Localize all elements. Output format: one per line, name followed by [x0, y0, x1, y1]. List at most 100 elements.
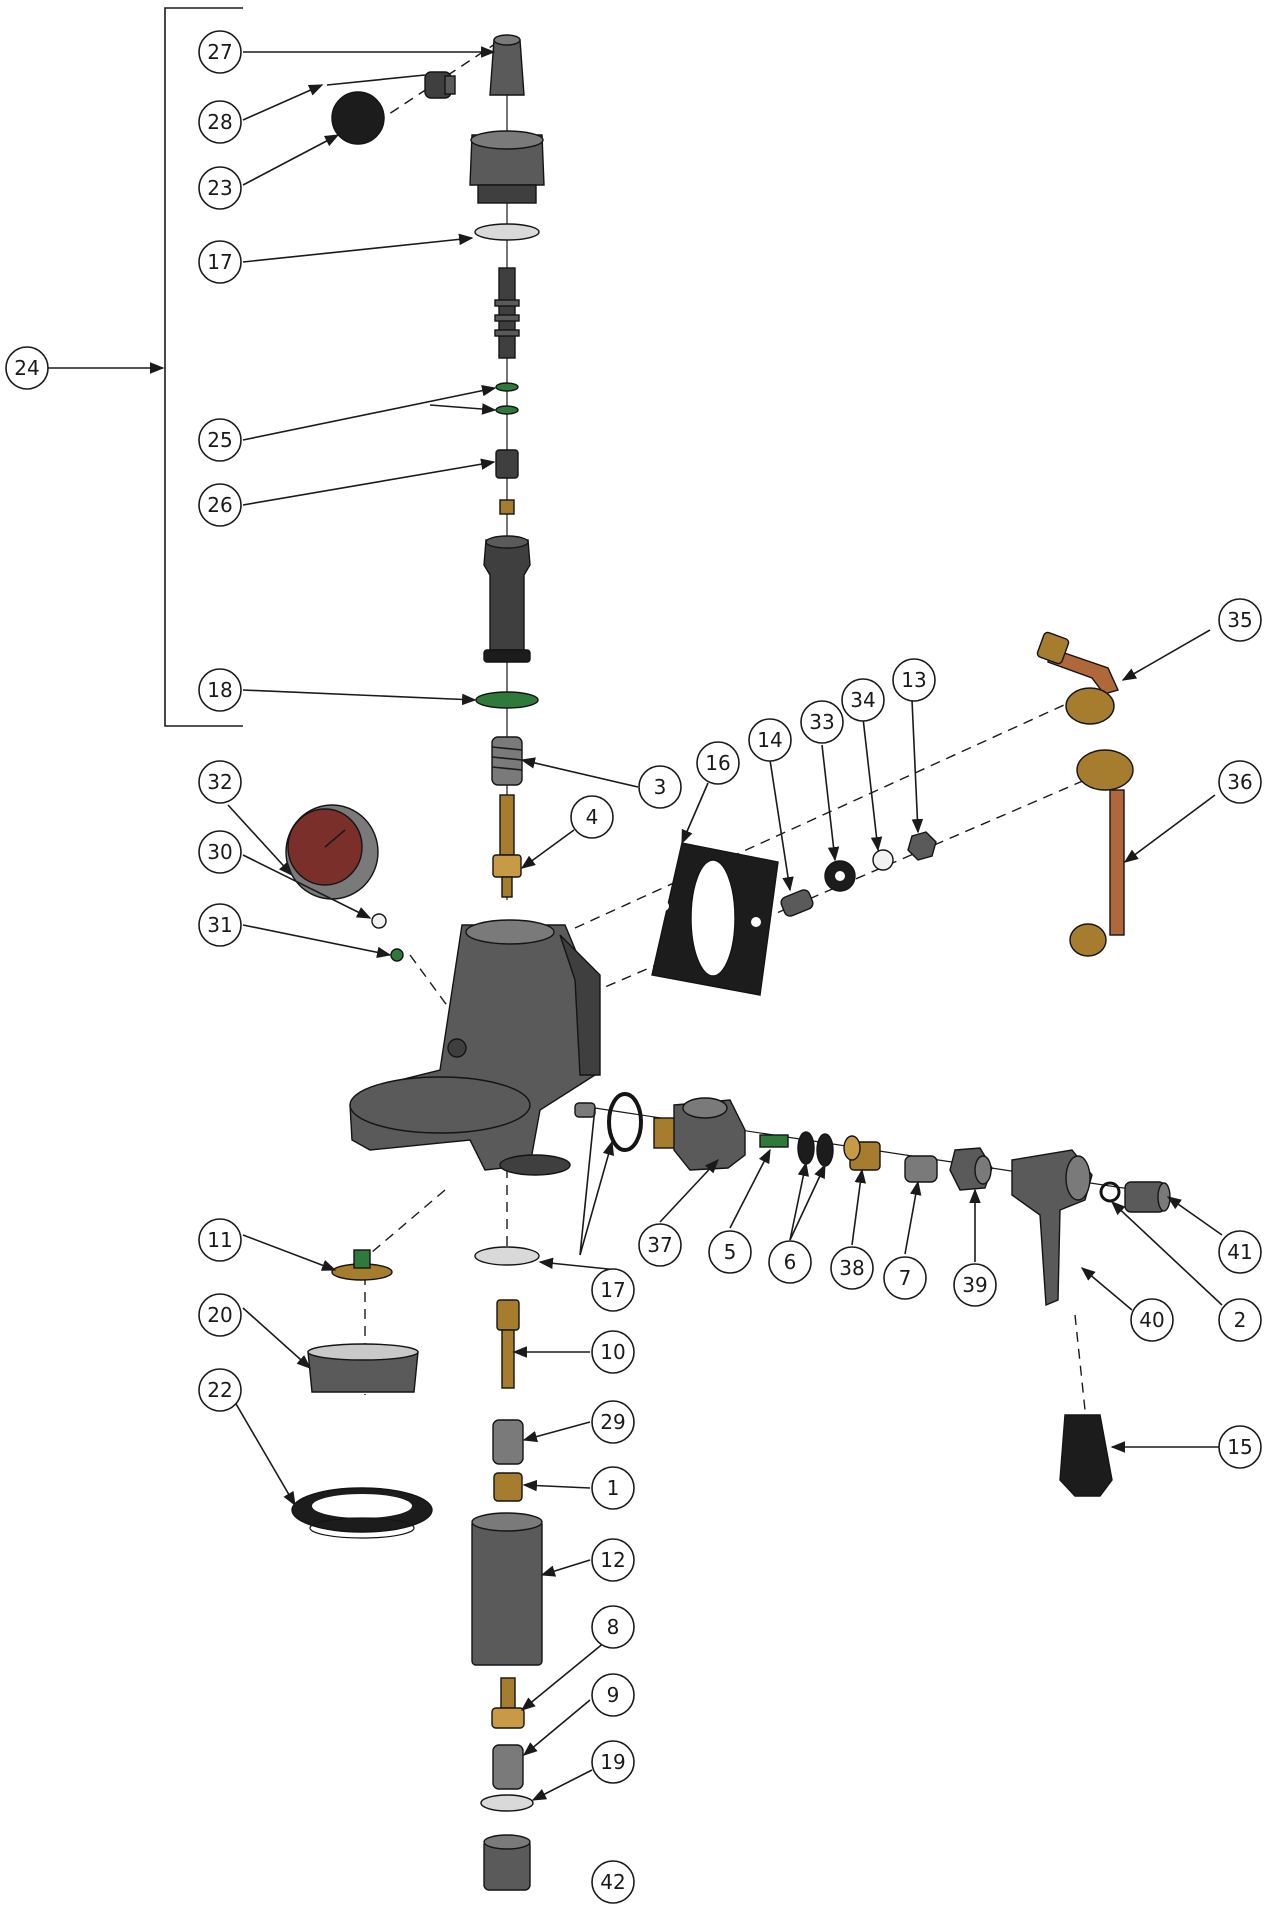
- svg-text:14: 14: [757, 728, 782, 752]
- svg-text:15: 15: [1227, 1435, 1252, 1459]
- svg-text:32: 32: [207, 770, 232, 794]
- callout-9: 9: [591, 1673, 635, 1717]
- callout-29: 29: [591, 1400, 635, 1444]
- part-37-valve-housing: [653, 1097, 746, 1171]
- svg-text:31: 31: [207, 913, 232, 937]
- svg-text:20: 20: [207, 1303, 232, 1327]
- callout-1: 1: [591, 1466, 635, 1510]
- svg-text:26: 26: [207, 493, 232, 517]
- callout-26: 26: [198, 483, 242, 527]
- part-top-nut: [469, 130, 545, 204]
- svg-text:12: 12: [600, 1548, 625, 1572]
- svg-text:29: 29: [600, 1410, 625, 1434]
- svg-text:8: 8: [607, 1615, 620, 1639]
- part-9-spring: [492, 1744, 524, 1790]
- part-8-brass-valve: [491, 1677, 525, 1729]
- part-17-washer-top: [474, 223, 540, 241]
- part-23-ball-knob: [331, 91, 385, 145]
- svg-text:1: 1: [607, 1476, 620, 1500]
- part-35-copper-pipe: [1036, 631, 1119, 725]
- part-30-washer: [371, 913, 387, 929]
- part-38-brass-bush: [843, 1135, 881, 1171]
- part-19-washer: [480, 1794, 534, 1812]
- callout-20: 20: [198, 1293, 242, 1337]
- part-12-cylinder: [471, 1512, 543, 1666]
- callout-40: 40: [1130, 1298, 1174, 1342]
- callout-42: 42: [591, 1860, 635, 1904]
- part-25-oring-a: [495, 382, 519, 392]
- part-42-nozzle: [483, 1834, 531, 1891]
- part-10-brass-stem: [496, 1299, 520, 1389]
- part-25-oring-b: [495, 405, 519, 415]
- callout-18: 18: [198, 668, 242, 712]
- svg-text:7: 7: [899, 1266, 912, 1290]
- part-1-bush: [493, 1472, 523, 1502]
- svg-text:22: 22: [207, 1378, 232, 1402]
- callout-41: 41: [1218, 1230, 1262, 1274]
- svg-text:9: 9: [607, 1683, 620, 1707]
- svg-text:39: 39: [962, 1273, 987, 1297]
- part-14-spacer: [780, 889, 814, 917]
- callout-24: 24: [5, 346, 49, 390]
- svg-text:40: 40: [1139, 1308, 1164, 1332]
- part-4-brass-pin: [492, 794, 522, 898]
- part-3-spring: [491, 736, 523, 786]
- callout-12: 12: [591, 1538, 635, 1582]
- svg-text:27: 27: [207, 40, 232, 64]
- part-27-cap: [489, 34, 525, 96]
- callout-35: 35: [1218, 598, 1262, 642]
- part-29-spring: [492, 1419, 524, 1465]
- leader-lines: [224, 46, 1223, 1801]
- part-valve-body: [483, 535, 531, 663]
- part-17-washer-lower: [474, 1246, 540, 1266]
- callout-38: 38: [830, 1246, 874, 1290]
- svg-text:23: 23: [207, 176, 232, 200]
- part-small-pin: [574, 1102, 596, 1118]
- callout-6: 6: [768, 1240, 812, 1284]
- svg-text:6: 6: [784, 1250, 797, 1274]
- callout-28: 28: [198, 100, 242, 144]
- callout-5: 5: [708, 1230, 752, 1274]
- part-22-ring-seal: [291, 1487, 433, 1539]
- callout-15: 15: [1218, 1425, 1262, 1469]
- part-28-fitting: [424, 71, 456, 99]
- part-36-copper-pipe: [1069, 749, 1134, 957]
- part-stem: [494, 267, 520, 359]
- callout-22: 22: [198, 1368, 242, 1412]
- part-2-oring: [1099, 1181, 1121, 1203]
- svg-text:13: 13: [901, 668, 926, 692]
- part-17-oring-side: [607, 1092, 643, 1152]
- part-13-nut: [907, 831, 937, 861]
- svg-text:2: 2: [1234, 1308, 1247, 1332]
- part-26-sleeve: [495, 449, 519, 479]
- part-40-lever: [1011, 1149, 1093, 1307]
- callout-32: 32: [198, 760, 242, 804]
- svg-text:35: 35: [1227, 608, 1252, 632]
- svg-text:30: 30: [207, 840, 232, 864]
- svg-text:25: 25: [207, 428, 232, 452]
- callout-23: 23: [198, 166, 242, 210]
- part-7-spring: [904, 1155, 938, 1183]
- callout-8: 8: [591, 1605, 635, 1649]
- svg-text:17: 17: [600, 1278, 625, 1302]
- callout-36: 36: [1218, 760, 1262, 804]
- callout-33: 33: [800, 700, 844, 744]
- callout-25: 25: [198, 418, 242, 462]
- callout-2: 2: [1218, 1298, 1262, 1342]
- callout-17-top: 17: [198, 240, 242, 284]
- callout-7: 7: [883, 1256, 927, 1300]
- svg-text:18: 18: [207, 678, 232, 702]
- group-bracket-24: [48, 7, 243, 727]
- part-small-brass: [499, 499, 515, 515]
- callout-14: 14: [748, 718, 792, 762]
- svg-text:42: 42: [600, 1870, 625, 1894]
- callout-31: 31: [198, 903, 242, 947]
- svg-text:11: 11: [207, 1228, 232, 1252]
- part-18-gasket: [475, 691, 539, 709]
- callout-4: 4: [570, 795, 614, 839]
- svg-text:4: 4: [586, 805, 599, 829]
- svg-text:19: 19: [600, 1750, 625, 1774]
- part-20-cup: [307, 1343, 419, 1393]
- callout-11: 11: [198, 1218, 242, 1262]
